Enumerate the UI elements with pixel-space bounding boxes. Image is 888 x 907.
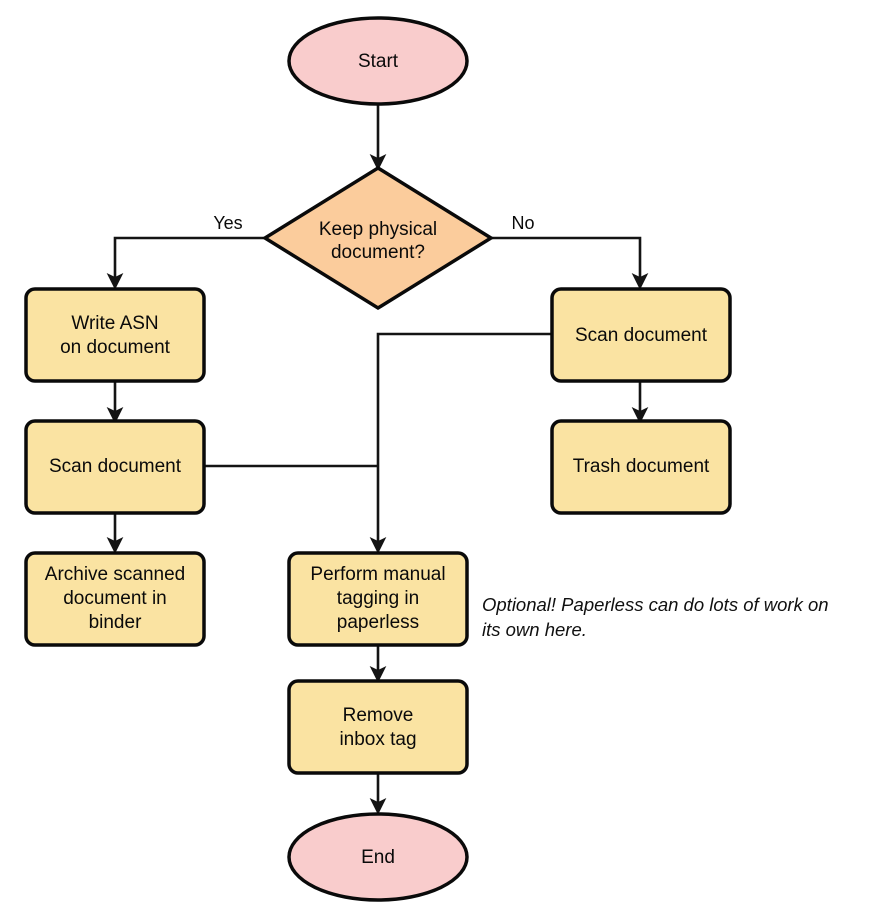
write-asn-label-line2: on document [60,337,171,358]
remove-inbox-label-line1: Remove [343,705,414,726]
write-asn-box [24,287,206,383]
annotation-line2: its own here. [482,619,587,640]
tagging-label-line3: paperless [337,612,419,633]
scan-document-right-box [550,287,732,383]
decision-label-line1: Keep physical [319,219,437,240]
annotation-line1: Optional! Paperless can do lots of work … [482,594,829,615]
tagging-label-line2: tagging in [337,588,419,609]
decision-label-line2: document? [331,242,425,263]
remove-inbox-tag-box [287,679,469,775]
scan-document-left-box [24,419,206,515]
trash-document-label: Trash document [573,456,710,477]
node-scan-document-left[interactable]: Scan document [24,419,206,515]
end-ellipse [287,812,469,902]
node-archive-scanned-document[interactable]: Archive scanned document in binder [24,551,206,647]
node-write-asn-on-document[interactable]: Write ASN on document [24,287,206,383]
node-start[interactable]: Start [287,16,469,106]
node-end[interactable]: End [287,812,469,902]
start-ellipse [287,16,469,106]
archive-label-line1: Archive scanned [45,564,185,585]
tagging-label-line1: Perform manual [310,564,445,585]
remove-inbox-label-line2: inbox tag [339,729,416,750]
annotation-note: Optional! Paperless can do lots of work … [482,594,829,640]
scan-document-left-label: Scan document [49,456,182,477]
write-asn-label-line1: Write ASN [71,313,158,334]
trash-document-box [550,419,732,515]
edge-decision-yes-to-write-asn [106,236,265,290]
node-perform-manual-tagging[interactable]: Perform manual tagging in paperless [287,551,469,647]
edge-label-yes: Yes [213,213,242,233]
node-scan-document-right[interactable]: Scan document [550,287,732,383]
node-remove-inbox-tag[interactable]: Remove inbox tag [287,679,469,775]
end-label: End [361,847,395,868]
archive-label-line2: document in [63,588,167,609]
edge-label-no: No [511,213,534,233]
archive-box [24,551,206,647]
decision-diamond [261,165,495,311]
start-label: Start [358,51,399,72]
scan-document-right-label: Scan document [575,325,708,346]
node-trash-document[interactable]: Trash document [550,419,732,515]
node-decision-keep-physical-document[interactable]: Keep physical document? [261,165,495,311]
tagging-box [287,551,469,647]
edge-decision-no-to-scan-right [491,236,649,290]
archive-label-line3: binder [89,612,142,633]
edge-scan-right-to-tagging [369,332,552,554]
